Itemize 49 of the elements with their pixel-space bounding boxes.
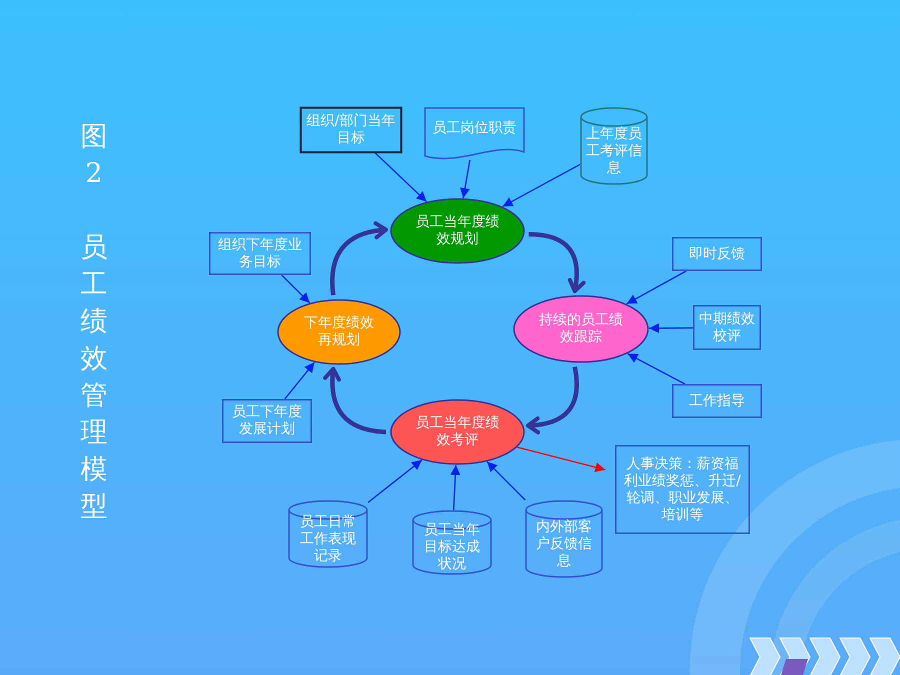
process-ellipse — [513, 295, 649, 363]
process-ellipse — [390, 198, 525, 264]
arrow — [284, 362, 315, 400]
document-shape — [424, 107, 525, 160]
node-label: 员工日常工作表现记录 — [299, 514, 357, 564]
cycle-arrow — [330, 222, 388, 296]
text-box — [300, 107, 402, 153]
arrow — [460, 160, 471, 198]
node-label: 员工下年度发展计划 — [231, 404, 303, 438]
arrow — [281, 274, 310, 304]
text-box — [222, 399, 312, 443]
cycle-arrow — [323, 366, 386, 434]
arrow — [502, 164, 580, 208]
database-cylinder — [412, 510, 492, 575]
node-label: 员工当年度绩效考评 — [414, 415, 500, 449]
database-cylinder — [525, 500, 603, 578]
database-cylinder — [580, 107, 648, 185]
text-box — [209, 232, 311, 275]
text-box — [693, 305, 761, 350]
process-ellipse — [277, 299, 401, 365]
database-cylinder — [288, 500, 368, 568]
arrow — [368, 460, 422, 503]
cycle-arrow — [526, 366, 579, 434]
process-ellipse — [390, 399, 525, 465]
node-label: 员工当年度绩效规划 — [414, 214, 500, 248]
node-label: 工作指导 — [688, 392, 746, 410]
node-label: 组织/部门当年目标 — [306, 113, 396, 147]
node-label: 持续的员工绩效跟踪 — [538, 312, 624, 346]
arrow — [626, 270, 686, 304]
node-label: 即时反馈 — [688, 246, 746, 262]
arrow — [648, 323, 693, 334]
cycle-arrow — [528, 232, 586, 294]
arrow — [627, 353, 686, 385]
text-box — [672, 384, 762, 418]
node-label: 内外部客户反馈信息 — [535, 518, 593, 570]
arrow — [486, 461, 526, 500]
text-box — [615, 445, 750, 534]
node-label: 员工岗位职责 — [432, 120, 518, 137]
vertical-title: 图2 员工绩效管理模型 — [80, 120, 108, 524]
arrow — [517, 446, 606, 472]
node-label: 人事决策：薪资福利业绩奖惩、升迁/轮调、职业发展、培训等 — [623, 456, 742, 524]
node-label: 上年度员工考评信息 — [585, 126, 643, 176]
text-box — [672, 237, 762, 271]
node-label: 员工当年目标达成状况 — [423, 522, 481, 573]
node-label: 下年度绩效再规划 — [303, 315, 375, 349]
arrow — [374, 152, 428, 202]
arrow — [450, 464, 460, 510]
node-label: 中期绩效校评 — [698, 310, 756, 344]
node-label: 组织下年度业务目标 — [217, 236, 303, 270]
